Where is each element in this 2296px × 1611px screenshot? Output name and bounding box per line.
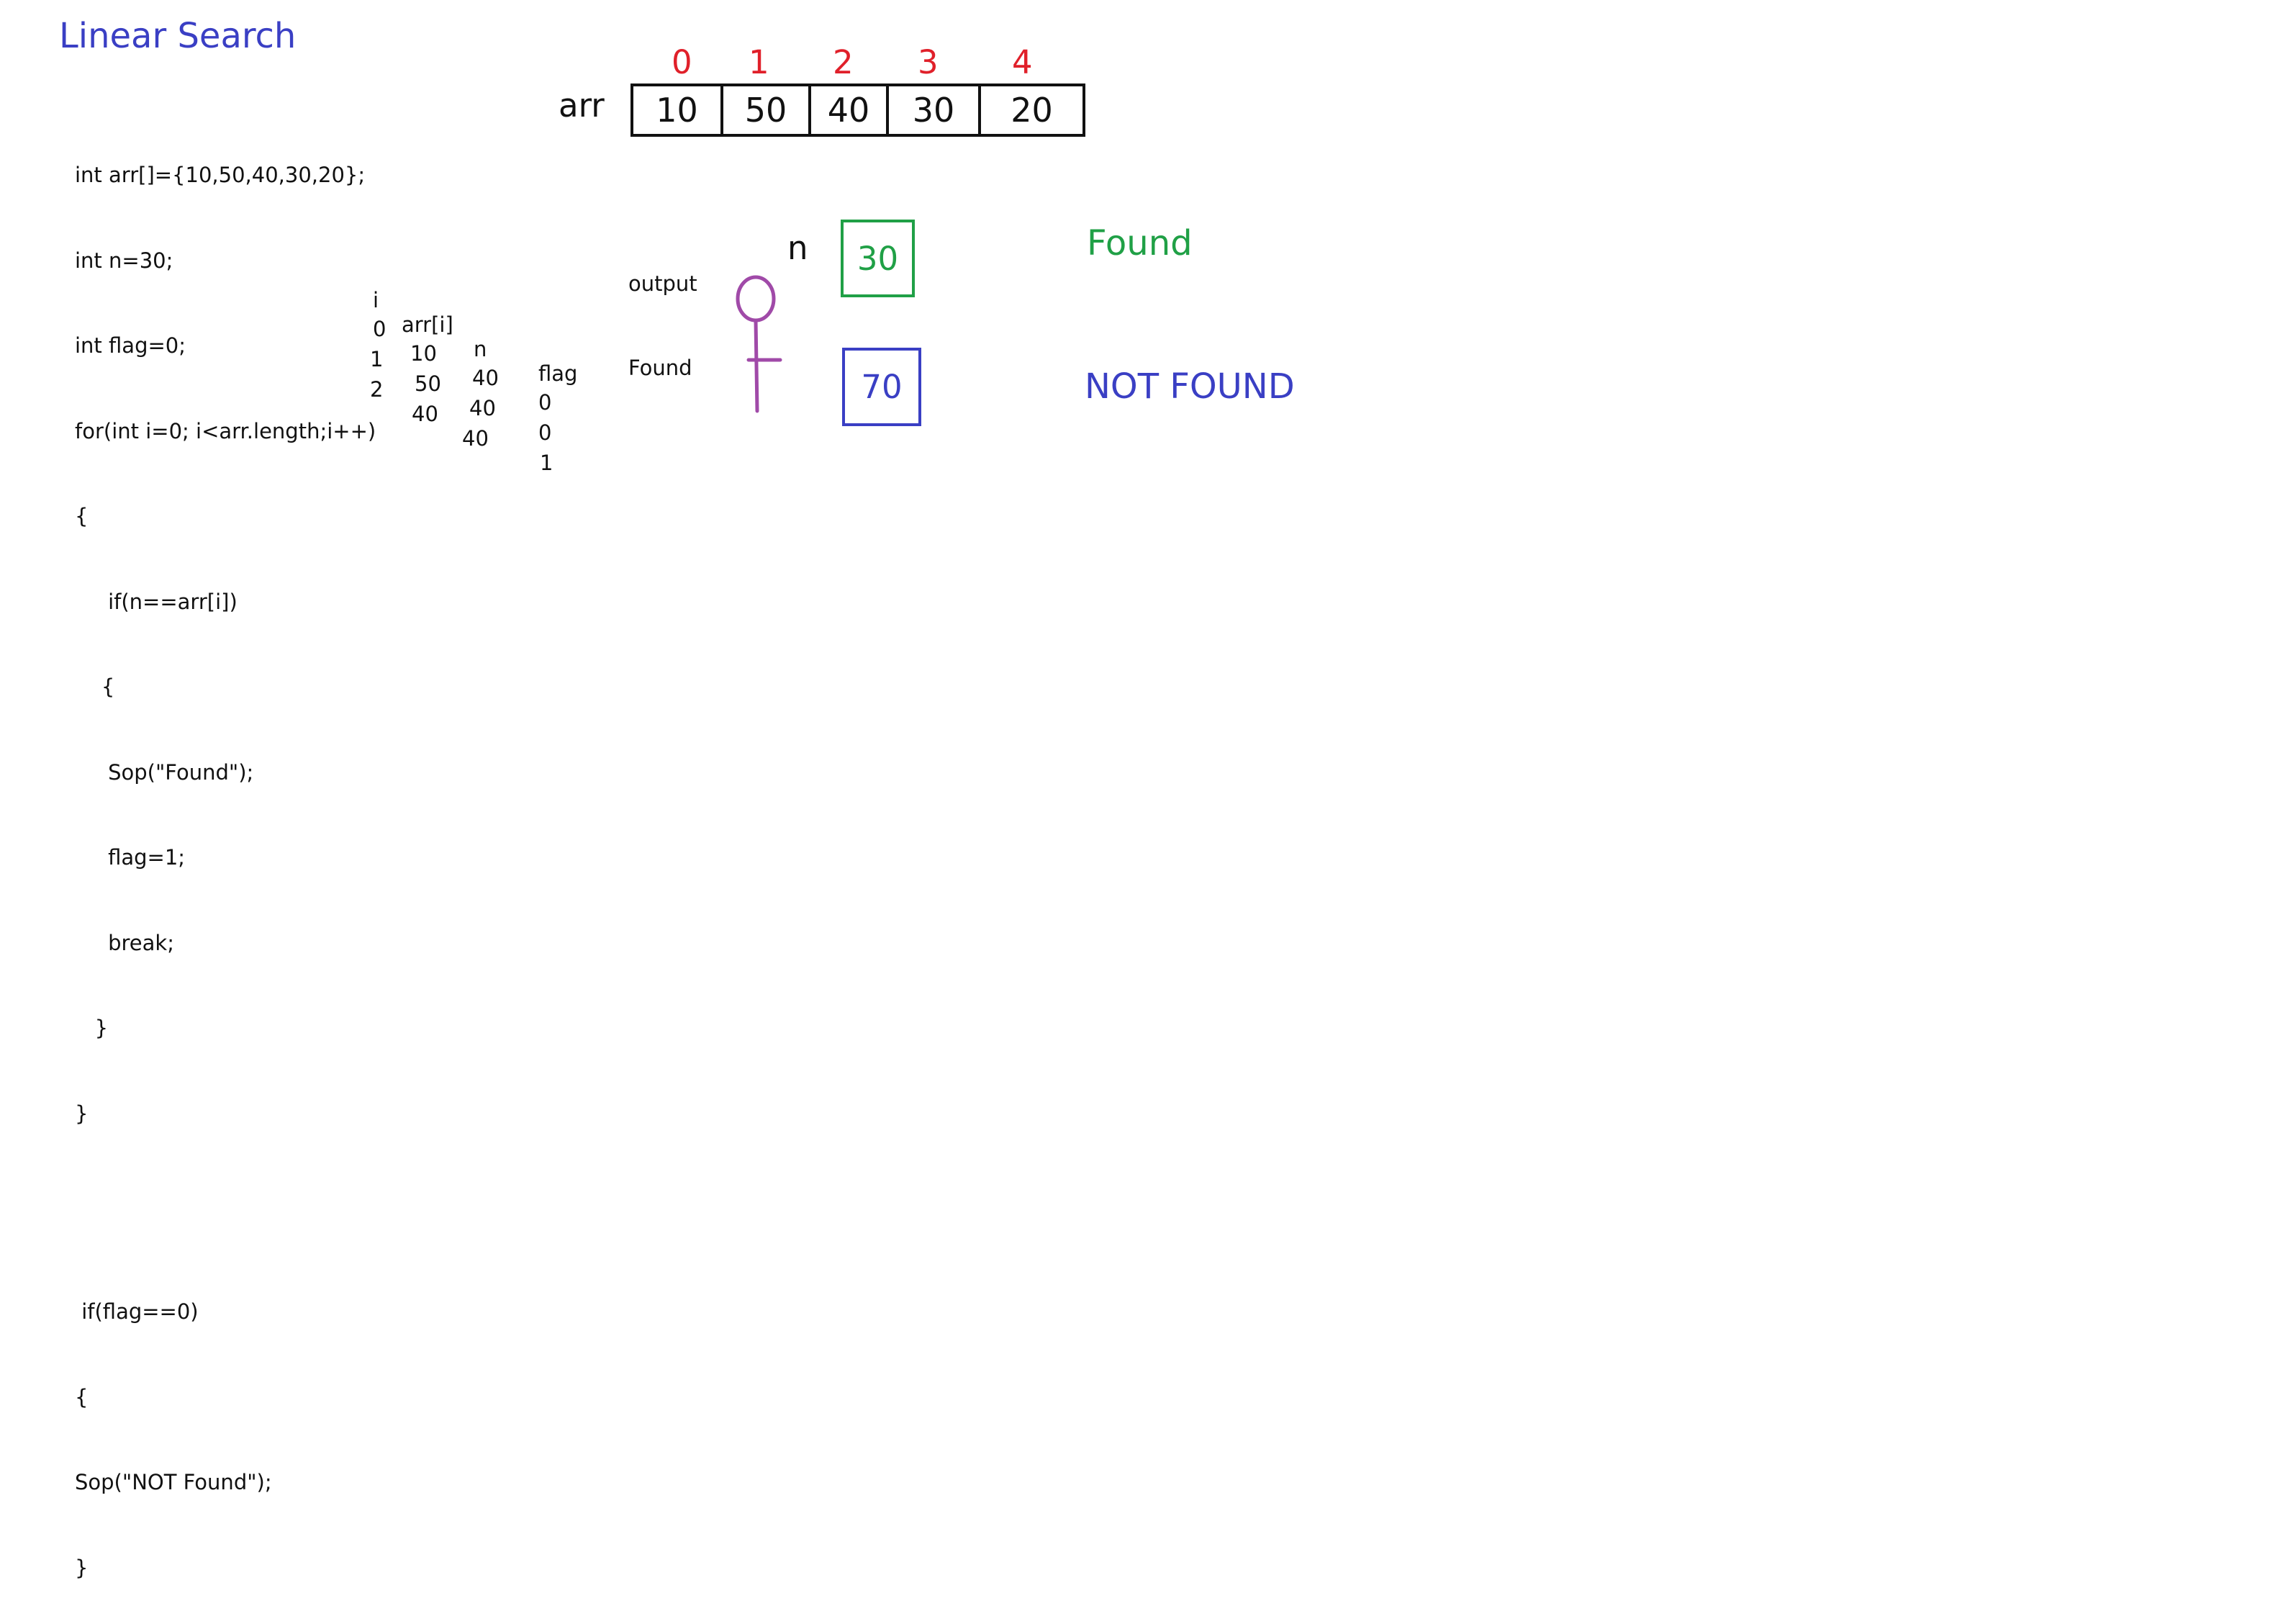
code-line: } bbox=[75, 1555, 89, 1580]
trace-cell: 0 bbox=[538, 390, 552, 415]
code-line: { bbox=[75, 1384, 89, 1409]
array-box: 10 50 40 30 20 bbox=[631, 84, 1085, 137]
code-line: } bbox=[75, 1101, 89, 1126]
trace-cell: 1 bbox=[540, 451, 553, 475]
array-label: arr bbox=[559, 86, 605, 125]
trace-header-arr-i: arr[i] bbox=[402, 312, 453, 337]
array-cell: 20 bbox=[1011, 91, 1053, 130]
array-index: 4 bbox=[1012, 43, 1033, 81]
code-line: if(n==arr[i]) bbox=[75, 589, 238, 614]
pointer-figure-icon bbox=[736, 275, 782, 413]
code-line: int n=30; bbox=[75, 248, 173, 273]
trace-header-flag: flag bbox=[538, 361, 578, 386]
array-index: 0 bbox=[672, 43, 692, 81]
trace-cell: 40 bbox=[472, 366, 499, 390]
code-line: if(flag==0) bbox=[75, 1299, 199, 1324]
found-value-box: 30 bbox=[841, 220, 915, 297]
page-title: Linear Search bbox=[59, 16, 297, 56]
trace-cell: 0 bbox=[373, 317, 387, 341]
trace-cell: 40 bbox=[469, 396, 496, 420]
array-cell: 30 bbox=[889, 86, 981, 134]
result-not-found: NOT FOUND bbox=[1085, 366, 1295, 407]
table-row: 0 10 40 0 bbox=[360, 292, 551, 415]
code-line: int flag=0; bbox=[75, 333, 186, 358]
array-index: 1 bbox=[749, 43, 769, 81]
trace-cell: 2 bbox=[370, 377, 384, 402]
code-line: { bbox=[75, 504, 89, 528]
n-label: n bbox=[787, 229, 808, 267]
code-line: break; bbox=[75, 930, 174, 955]
code-line: flag=1; bbox=[75, 845, 186, 870]
trace-cell: 1 bbox=[370, 347, 384, 371]
array-cell: 50 bbox=[723, 86, 811, 134]
table-row: 2 40 40 1 bbox=[360, 353, 553, 475]
found-label: Found bbox=[628, 356, 692, 380]
trace-header-row: i arr[i] n flag bbox=[360, 263, 577, 386]
array-index: 3 bbox=[918, 43, 939, 81]
trace-header-n: n bbox=[474, 337, 487, 361]
trace-cell: 40 bbox=[412, 402, 438, 426]
not-found-value-box: 70 bbox=[842, 348, 921, 426]
array-cell: 10 bbox=[633, 86, 723, 134]
code-block: int arr[]={10,50,40,30,20}; int n=30; in… bbox=[75, 104, 376, 1611]
trace-cell: 10 bbox=[410, 341, 437, 366]
table-row: 1 50 40 0 bbox=[360, 322, 551, 445]
code-line: } bbox=[75, 1016, 109, 1040]
result-found: Found bbox=[1087, 223, 1193, 263]
code-line: int arr[]={10,50,40,30,20}; bbox=[75, 163, 366, 187]
code-line: { bbox=[75, 674, 115, 699]
trace-cell: 50 bbox=[415, 371, 441, 396]
trace-header-i: i bbox=[373, 288, 379, 312]
trace-cell: 40 bbox=[462, 426, 489, 451]
code-line: for(int i=0; i<arr.length;i++) bbox=[75, 418, 376, 443]
array-cell: 40 bbox=[811, 86, 889, 134]
code-line bbox=[75, 1185, 376, 1241]
trace-cell: 0 bbox=[538, 420, 552, 445]
trace-table: i arr[i] n flag 0 10 40 0 1 50 40 0 2 40… bbox=[360, 263, 577, 475]
code-line: Sop("NOT Found"); bbox=[75, 1470, 272, 1494]
code-line: Sop("Found"); bbox=[75, 759, 254, 785]
output-label: output bbox=[628, 271, 697, 296]
array-index: 2 bbox=[833, 43, 854, 81]
